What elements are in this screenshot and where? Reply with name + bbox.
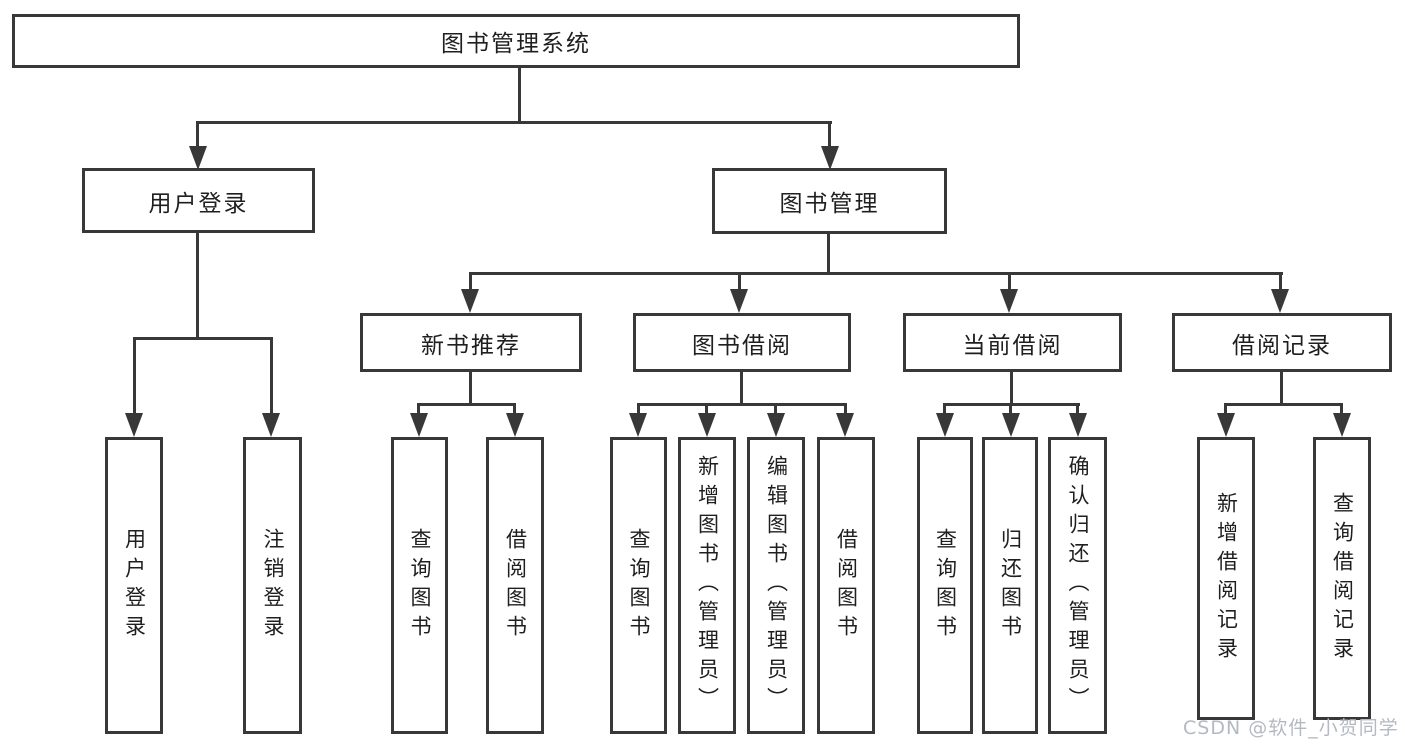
- arrow-down-icon: [767, 413, 785, 437]
- node-user-login: 用户登录: [82, 168, 315, 233]
- connector-stem: [844, 403, 847, 416]
- connector-root-horizontal: [196, 121, 832, 124]
- connector-stem: [270, 337, 273, 415]
- connector-stem: [705, 403, 708, 416]
- leaf-query-borrow-record-label: 查询借阅记录: [1330, 491, 1355, 666]
- leaf-query-books-2-label: 查询图书: [627, 527, 651, 644]
- connector-bookmgmt-vertical: [827, 234, 830, 275]
- arrow-down-icon: [836, 413, 854, 437]
- node-borrow-records: 借阅记录: [1172, 313, 1392, 372]
- connector-group4-horizontal: [1224, 403, 1343, 406]
- leaf-user-login-label: 用户登录: [122, 527, 147, 644]
- arrow-down-icon: [189, 146, 207, 170]
- arrow-down-icon: [936, 413, 954, 437]
- arrow-down-icon: [821, 146, 839, 170]
- node-root-system: 图书管理系统: [12, 14, 1020, 68]
- arrow-down-icon: [1333, 413, 1351, 437]
- csdn-watermark: CSDN @软件_小贺同学: [1183, 717, 1399, 739]
- arrow-down-icon: [1002, 413, 1020, 437]
- connector-stem: [943, 403, 946, 416]
- connector-bookmgmt-horizontal: [469, 272, 1283, 275]
- leaf-query-books-3-label: 查询图书: [933, 527, 958, 644]
- leaf-edit-books-admin: 编辑图书（管理员）: [747, 437, 805, 734]
- connector-stem: [133, 337, 136, 415]
- leaf-add-borrow-record-label: 新增借阅记录: [1214, 491, 1239, 666]
- connector-stem: [738, 272, 741, 294]
- leaf-add-books-admin-label: 新增图书（管理员）: [695, 455, 720, 716]
- connector-stem: [469, 272, 472, 294]
- connector-stem: [828, 121, 831, 149]
- connector-stem: [196, 121, 199, 149]
- arrow-down-icon: [1000, 289, 1018, 313]
- node-borrow-records-label: 借阅记录: [1232, 332, 1332, 359]
- connector-stem: [1008, 272, 1011, 294]
- arrow-down-icon: [1069, 413, 1087, 437]
- leaf-query-books-2: 查询图书: [610, 437, 667, 734]
- connector-group3-vertical: [1010, 372, 1013, 406]
- node-user-login-label: 用户登录: [148, 190, 249, 217]
- leaf-logout-label: 注销登录: [261, 527, 285, 644]
- connector-group1-horizontal: [417, 403, 516, 406]
- leaf-borrow-books-2: 借阅图书: [817, 437, 875, 734]
- node-book-borrow: 图书借阅: [633, 313, 851, 372]
- connector-stem: [774, 403, 777, 416]
- leaf-borrow-books-1-label: 借阅图书: [503, 527, 528, 644]
- leaf-confirm-return-admin: 确认归还（管理员）: [1048, 437, 1107, 734]
- node-new-book-recommend-label: 新书推荐: [421, 332, 521, 359]
- connector-stem: [1224, 403, 1227, 416]
- node-book-management: 图书管理: [712, 168, 947, 234]
- leaf-user-login: 用户登录: [105, 437, 163, 734]
- leaf-return-books: 归还图书: [982, 437, 1038, 734]
- connector-stem: [1340, 403, 1343, 416]
- node-current-borrow-label: 当前借阅: [962, 332, 1063, 359]
- leaf-add-borrow-record: 新增借阅记录: [1197, 437, 1255, 720]
- arrow-down-icon: [730, 289, 748, 313]
- leaf-logout: 注销登录: [243, 437, 302, 734]
- connector-userlogin-vertical: [196, 233, 199, 340]
- connector-userlogin-horizontal: [133, 337, 273, 340]
- leaf-return-books-label: 归还图书: [998, 527, 1023, 644]
- connector-stem: [513, 403, 516, 416]
- connector-stem: [417, 403, 420, 416]
- leaf-query-books-1: 查询图书: [391, 437, 448, 734]
- leaf-borrow-books-2-label: 借阅图书: [834, 527, 859, 644]
- arrow-down-icon: [1271, 289, 1289, 313]
- connector-stem: [1009, 403, 1012, 416]
- connector-stem: [637, 403, 640, 416]
- leaf-query-borrow-record: 查询借阅记录: [1313, 437, 1371, 720]
- arrow-down-icon: [410, 413, 428, 437]
- arrow-down-icon: [262, 413, 280, 437]
- leaf-confirm-return-admin-label: 确认归还（管理员）: [1066, 455, 1090, 716]
- leaf-add-books-admin: 新增图书（管理员）: [678, 437, 736, 734]
- arrow-down-icon: [461, 289, 479, 313]
- node-new-book-recommend: 新书推荐: [360, 313, 582, 372]
- arrow-down-icon: [698, 413, 716, 437]
- connector-group4-vertical: [1280, 372, 1283, 406]
- connector-group1-vertical: [469, 372, 472, 406]
- node-book-management-label: 图书管理: [779, 191, 880, 217]
- connector-group2-horizontal: [637, 403, 847, 406]
- leaf-query-books-3: 查询图书: [917, 437, 973, 734]
- connector-stem: [1076, 403, 1079, 416]
- connector-root-vertical: [518, 68, 521, 124]
- connector-stem: [1279, 272, 1282, 294]
- leaf-query-books-1-label: 查询图书: [408, 527, 432, 644]
- connector-group2-vertical: [740, 372, 743, 406]
- arrow-down-icon: [629, 413, 647, 437]
- leaf-edit-books-admin-label: 编辑图书（管理员）: [764, 455, 789, 716]
- node-current-borrow: 当前借阅: [903, 313, 1122, 372]
- arrow-down-icon: [125, 413, 143, 437]
- arrow-down-icon: [1217, 413, 1235, 437]
- node-root-label: 图书管理系统: [441, 31, 591, 57]
- arrow-down-icon: [506, 413, 524, 437]
- node-book-borrow-label: 图书借阅: [692, 332, 792, 359]
- leaf-borrow-books-1: 借阅图书: [486, 437, 544, 734]
